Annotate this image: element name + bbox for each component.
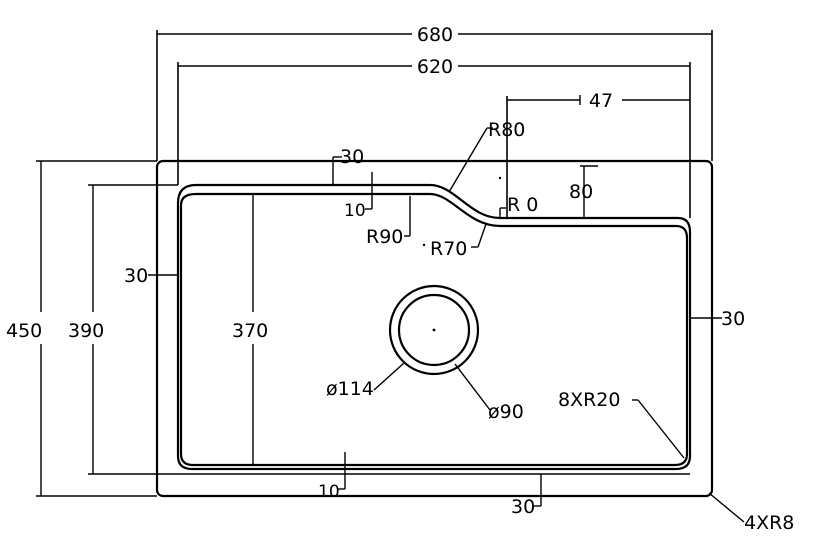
dim-450-label: 450 xyxy=(6,320,42,342)
dim-620-label: 620 xyxy=(417,56,453,78)
dim-30-right-label: 30 xyxy=(721,308,745,330)
dim-30-bottom-label: 30 xyxy=(511,496,535,518)
leader-r80 xyxy=(448,127,488,193)
dim-80-label: 80 xyxy=(569,181,593,203)
dim-390-label: 390 xyxy=(68,320,104,342)
dim-10-top-label: 10 xyxy=(344,201,366,221)
dim-30-top-label: 30 xyxy=(340,146,364,168)
radius-r0-label: R 0 xyxy=(507,194,538,216)
drain-outer-circle xyxy=(388,284,480,376)
leader-r70 xyxy=(477,223,487,248)
dim-370-label: 370 xyxy=(232,320,268,342)
dim-47-label: 47 xyxy=(589,90,613,112)
bowl-inner-contour xyxy=(179,192,689,467)
corner-radii-label: 8XR20 xyxy=(558,389,620,411)
leader-drain-inner xyxy=(454,363,491,411)
bowl-outer-contour xyxy=(176,183,692,471)
r70-anchor-point xyxy=(422,243,426,247)
reference-point xyxy=(498,176,502,180)
radius-r90-label: R90 xyxy=(366,226,403,248)
outer-corners-label: 4XR8 xyxy=(744,512,794,534)
dim-30-left-label: 30 xyxy=(124,265,148,287)
drain-outer-label: ø114 xyxy=(326,378,374,400)
radius-r70-label: R70 xyxy=(430,238,467,260)
leader-4xr8 xyxy=(708,492,745,523)
outer-sink-outline xyxy=(155,159,714,498)
drain-inner-circle xyxy=(397,293,471,367)
dim-680-label: 680 xyxy=(417,24,453,46)
drain-inner-label: ø90 xyxy=(488,401,524,423)
radius-r80-label: R80 xyxy=(488,119,525,141)
drain-center-point xyxy=(432,328,436,332)
leader-8xr20 xyxy=(637,399,685,459)
leader-drain-outer xyxy=(373,362,405,391)
dim-10-bottom-label: 10 xyxy=(318,482,340,502)
